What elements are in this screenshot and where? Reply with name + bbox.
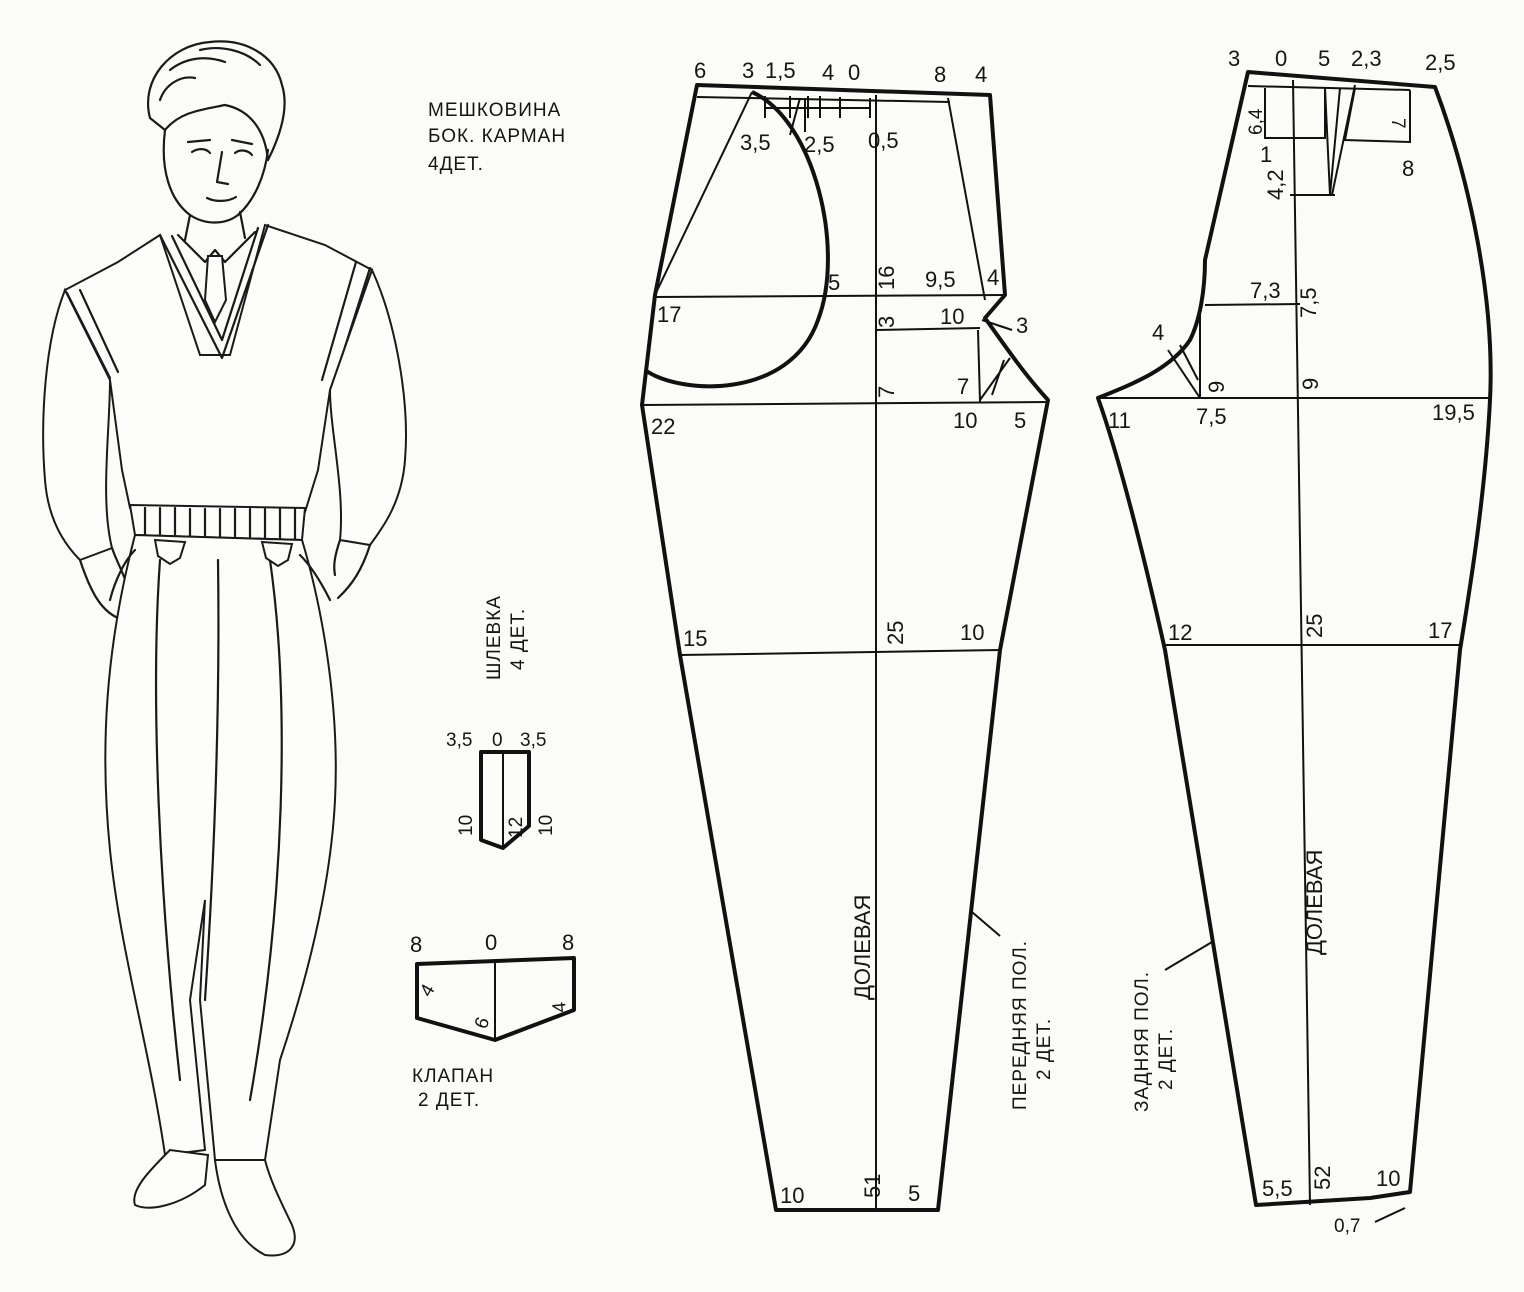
back-seat-9a: 9 xyxy=(1204,381,1229,393)
back-knee-12: 12 xyxy=(1168,620,1192,645)
front-trouser-panel: 6 3 1,5 4 0 8 4 3,5 2,5 0,5 17 5 16 9,5 … xyxy=(640,58,1055,1212)
back-top-0: 0 xyxy=(1275,46,1287,71)
flap-right-side: 4 xyxy=(549,1001,571,1014)
front-hip-5: 5 xyxy=(828,270,840,295)
back-dart-4-2: 4,2 xyxy=(1263,169,1288,200)
pocket-bag-caption-line2: БОК. КАРМАН xyxy=(428,126,566,147)
front-hip-17: 17 xyxy=(657,302,681,327)
front-seat-22: 22 xyxy=(651,414,675,439)
pocket-bag-caption-line3: 4ДЕТ. xyxy=(428,154,484,175)
flap-top-center: 0 xyxy=(485,930,497,955)
front-waist-3-5: 3,5 xyxy=(740,130,771,155)
front-seat-10: 10 xyxy=(953,408,977,433)
front-hip-16: 16 xyxy=(874,266,899,290)
front-hip-4: 4 xyxy=(987,265,999,290)
flap-caption-line1: КЛАПАН xyxy=(412,1066,494,1087)
back-hem-0-7: 0,7 xyxy=(1334,1216,1360,1237)
belt-loop-center: 12 xyxy=(506,817,527,838)
back-top-3: 3 xyxy=(1228,46,1240,71)
back-seat-7-5: 7,5 xyxy=(1196,404,1227,429)
back-crotch-4: 4 xyxy=(1152,320,1164,345)
belt-loop-top-right: 3,5 xyxy=(520,730,546,751)
front-hem-51: 51 xyxy=(860,1174,885,1198)
back-hem-52: 52 xyxy=(1310,1166,1335,1190)
flap-caption-line2: 2 ДЕТ. xyxy=(418,1090,480,1111)
back-seat-19-5: 19,5 xyxy=(1432,400,1475,425)
front-top-6: 6 xyxy=(694,58,706,83)
back-dart-7: 7 xyxy=(1387,118,1408,129)
back-top-5: 5 xyxy=(1318,46,1330,71)
front-hip-9-5: 9,5 xyxy=(925,267,956,292)
back-top-2-5: 2,5 xyxy=(1425,50,1456,75)
flap-top-right: 8 xyxy=(562,930,574,955)
belt-loop-caption-line1: ШЛЕВКА xyxy=(484,595,505,680)
front-top-4b: 4 xyxy=(975,62,987,87)
back-trouser-panel: 3 0 5 2,3 2,5 6,4 7 1 8 4,2 7,3 7,5 4 9 … xyxy=(1096,46,1493,1237)
front-crotch-3: 3 xyxy=(874,316,899,328)
flap-center: 6 xyxy=(471,1015,494,1032)
back-caption-line2: 2 ДЕТ. xyxy=(1156,1028,1177,1090)
back-caption-line1: ЗАДНЯЯ ПОЛ. xyxy=(1132,971,1153,1112)
front-crotch-10: 10 xyxy=(940,304,964,329)
back-hip-7-5: 7,5 xyxy=(1296,287,1321,318)
front-knee-25: 25 xyxy=(883,621,908,645)
back-hem-5-5: 5,5 xyxy=(1262,1176,1293,1201)
front-crotch-7: 7 xyxy=(874,386,899,398)
front-crotch-7b: 7 xyxy=(957,374,969,399)
man-in-vest-and-trousers-illustration xyxy=(42,40,407,1257)
pocket-bag-caption: МЕШКОВИНА БОК. КАРМАН 4ДЕТ. xyxy=(428,100,566,175)
front-top-8: 8 xyxy=(934,62,946,87)
front-hem-10: 10 xyxy=(780,1183,804,1208)
belt-loop-caption-line2: 4 ДЕТ. xyxy=(508,608,529,670)
front-grain-label: ДОЛЕВАЯ xyxy=(850,895,875,1000)
front-top-0: 0 xyxy=(848,60,860,85)
back-dart-1: 1 xyxy=(1260,142,1272,167)
front-knee-10: 10 xyxy=(960,620,984,645)
pocket-bag-caption-line1: МЕШКОВИНА xyxy=(428,100,561,121)
back-grain-label: ДОЛЕВАЯ xyxy=(1302,850,1327,955)
front-top-3: 3 xyxy=(742,58,754,83)
belt-loop-left-side: 10 xyxy=(456,815,477,836)
belt-loop-top-center: 0 xyxy=(492,730,503,751)
back-seat-9b: 9 xyxy=(1298,378,1323,390)
front-crotch-3b: 3 xyxy=(1016,313,1028,338)
back-hem-10: 10 xyxy=(1376,1166,1400,1191)
belt-loop-top-left: 3,5 xyxy=(446,730,472,751)
back-hip-7-3: 7,3 xyxy=(1250,278,1281,303)
front-waist-2-5: 2,5 xyxy=(804,132,835,157)
belt-loop-right-side: 10 xyxy=(536,815,557,836)
flap-top-left: 8 xyxy=(410,932,422,957)
front-top-4: 4 xyxy=(822,60,834,85)
front-knee-15: 15 xyxy=(683,626,707,651)
front-waist-0-5: 0,5 xyxy=(868,128,899,153)
back-seat-11: 11 xyxy=(1108,408,1131,433)
front-hem-5: 5 xyxy=(908,1181,920,1206)
flap-piece: 8 0 8 4 6 4 КЛАПАН 2 ДЕТ. xyxy=(410,930,576,1111)
front-top-1-5: 1,5 xyxy=(765,58,796,83)
back-dart-8: 8 xyxy=(1402,156,1414,181)
flap-left-side: 4 xyxy=(416,980,440,1000)
belt-loop-piece: ШЛЕВКА 4 ДЕТ. 3,5 0 3,5 10 12 10 xyxy=(446,595,557,850)
front-seat-5: 5 xyxy=(1014,408,1026,433)
back-dart-6-4: 6,4 xyxy=(1246,108,1267,135)
back-knee-25: 25 xyxy=(1302,614,1327,638)
back-top-2-3: 2,3 xyxy=(1351,46,1382,71)
front-caption-line2: 2 ДЕТ. xyxy=(1034,1018,1055,1080)
front-caption-line1: ПЕРЕДНЯЯ ПОЛ. xyxy=(1010,940,1031,1110)
back-knee-17: 17 xyxy=(1428,618,1452,643)
